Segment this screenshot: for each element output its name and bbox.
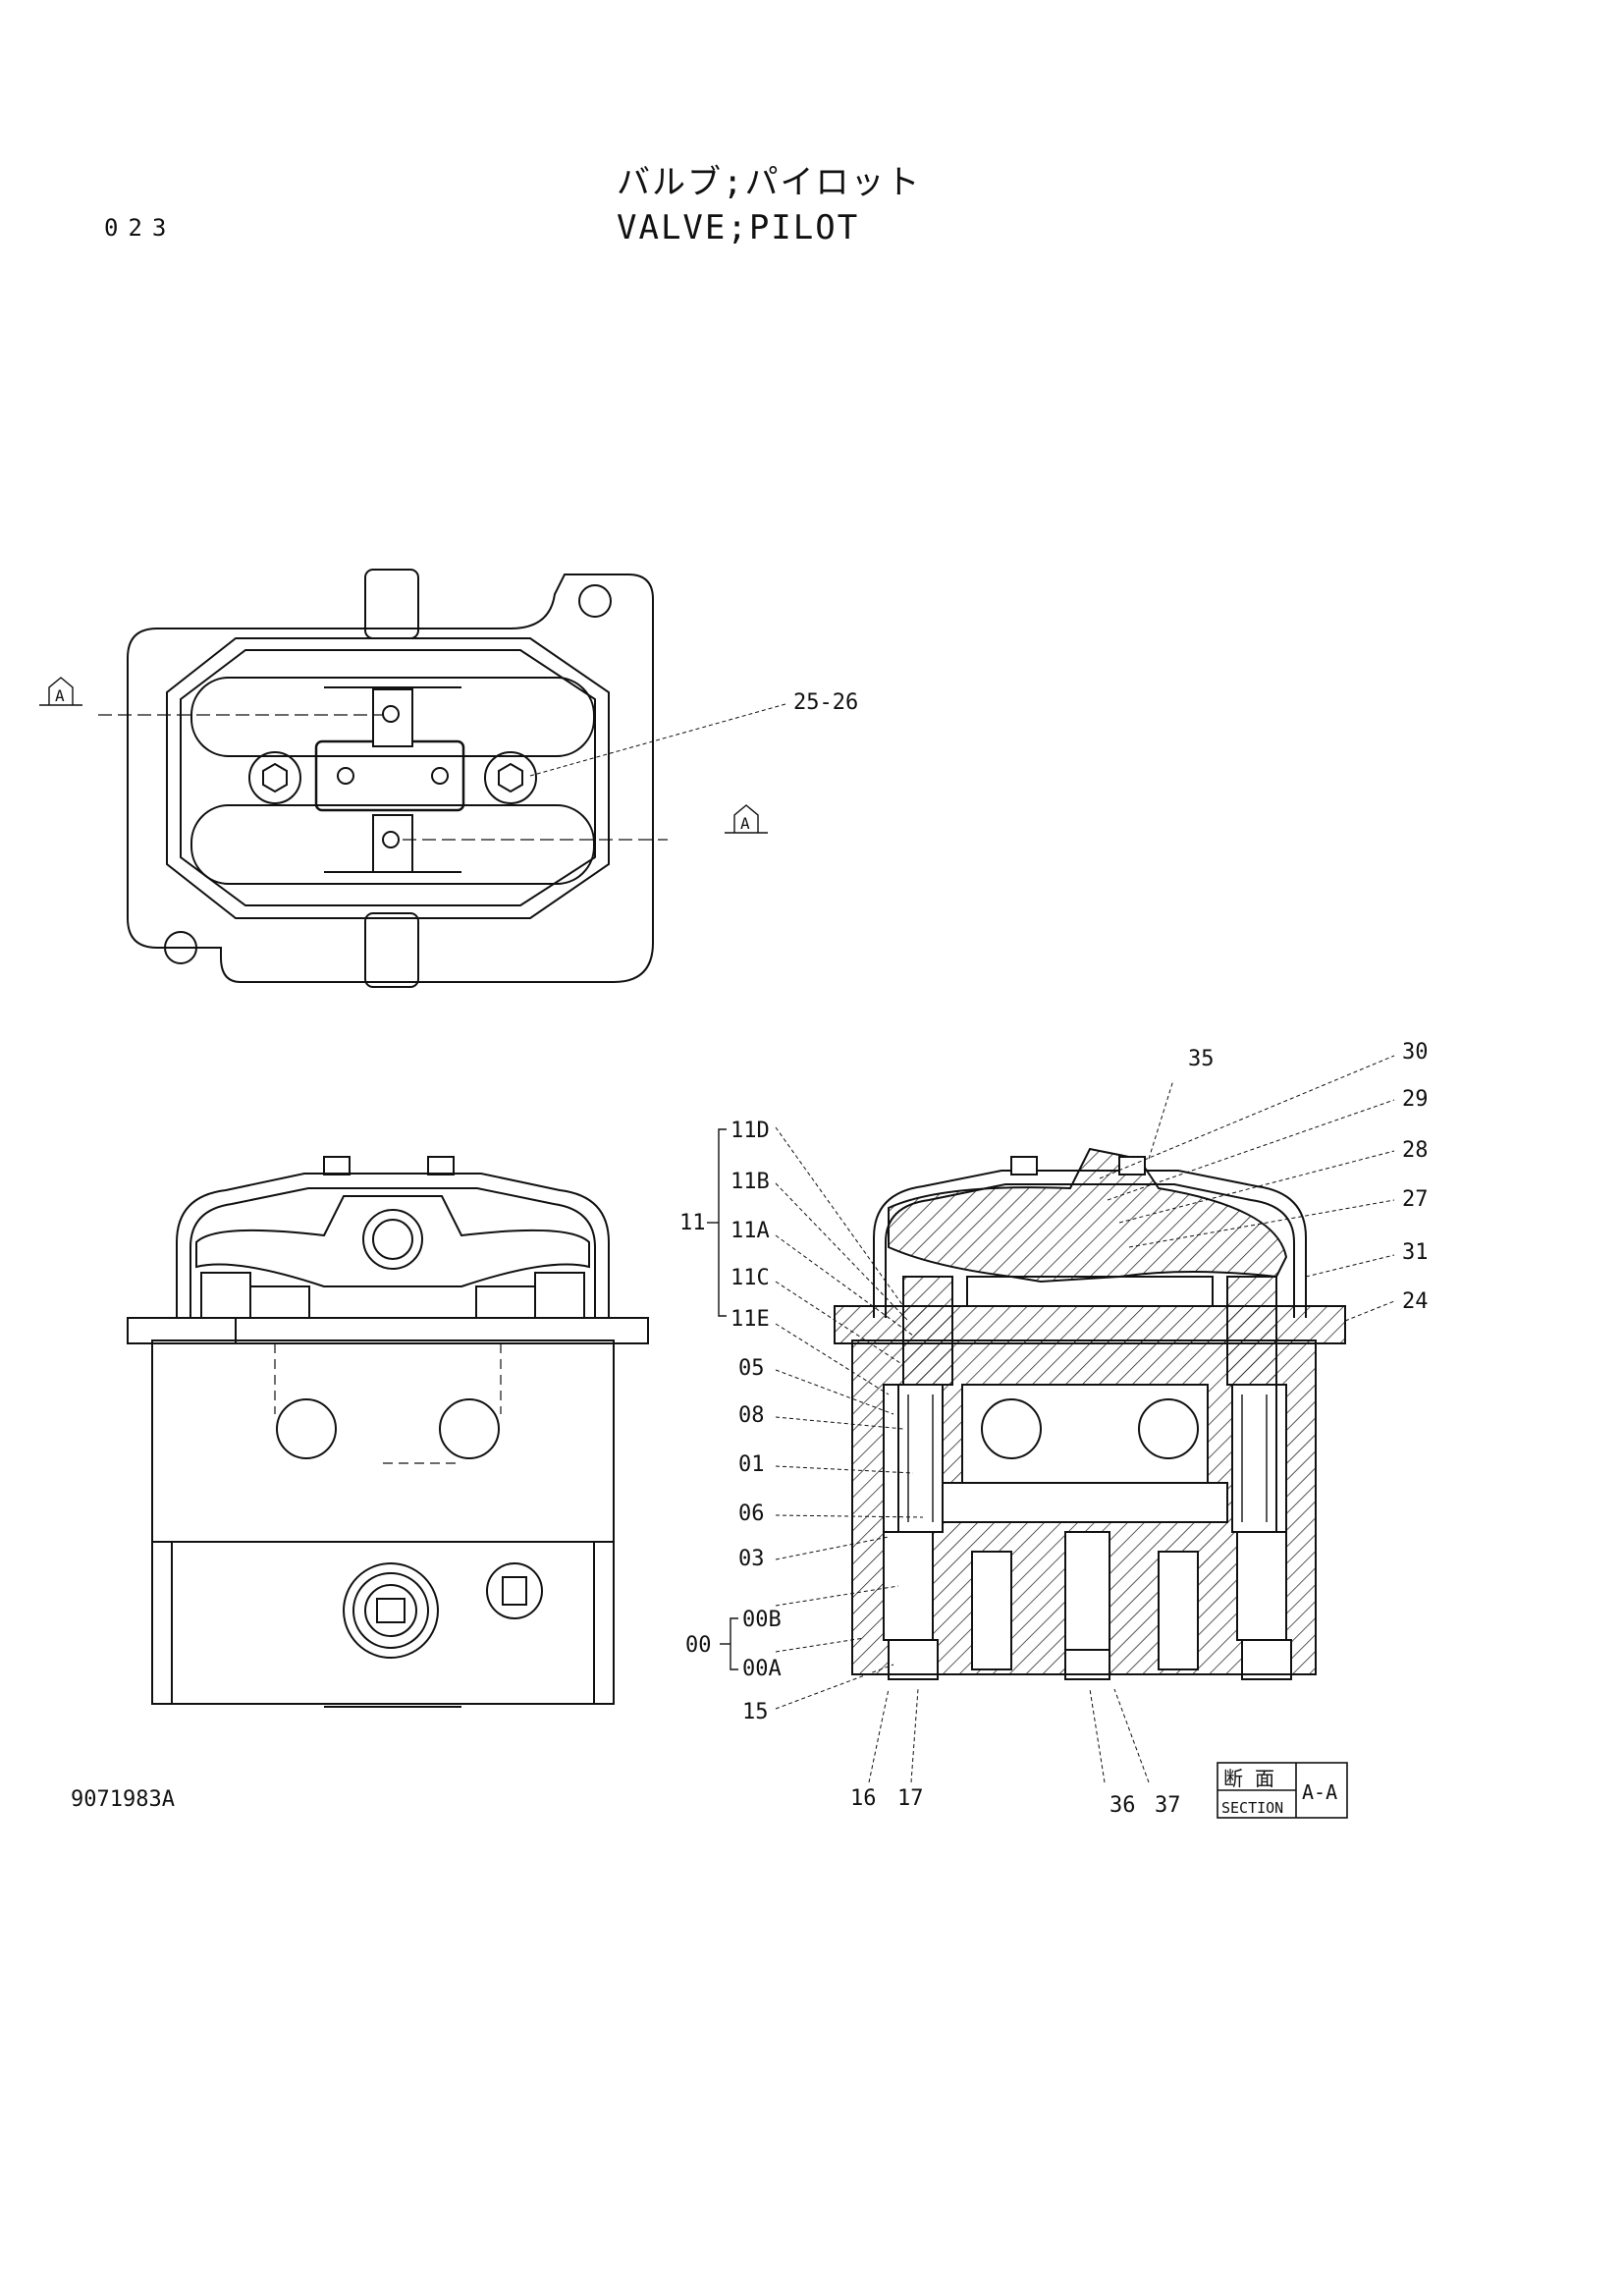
section-marker-right-letter: A — [740, 814, 750, 833]
section-label-jp: 断 面 — [1223, 1767, 1274, 1790]
callout-30: 30 — [1402, 1040, 1429, 1065]
callout-11C: 11C — [730, 1266, 770, 1290]
top-view-housing — [166, 637, 610, 919]
section-label-en: SECTION — [1221, 1799, 1283, 1817]
section-label-id: A-A — [1302, 1780, 1337, 1804]
callout-labels: 25-26 35 30 29 28 27 31 24 11D 11B 11 11… — [679, 690, 1429, 1818]
callout-06: 06 — [738, 1502, 765, 1526]
top-view-bolt-hole-bl — [164, 931, 197, 964]
callout-brackets — [707, 1128, 738, 1670]
callout-35: 35 — [1188, 1047, 1215, 1071]
callout-31: 31 — [1402, 1240, 1429, 1265]
callout-03: 03 — [738, 1547, 765, 1571]
callout-29: 29 — [1402, 1087, 1429, 1112]
title-english: VALVE;PILOT — [617, 208, 860, 247]
top-view-hex-bolt-left — [248, 751, 301, 804]
front-view-port-left — [276, 1398, 337, 1459]
callout-36: 36 — [1109, 1793, 1136, 1818]
top-view-upper-lever — [190, 677, 595, 757]
section-label-box — [1217, 1762, 1348, 1819]
callout-11A: 11A — [730, 1219, 770, 1243]
callout-25-26: 25-26 — [793, 690, 858, 715]
callout-01: 01 — [738, 1452, 765, 1477]
callout-24: 24 — [1402, 1289, 1429, 1314]
callout-00B: 00B — [742, 1608, 782, 1632]
front-view-body — [151, 1339, 615, 1705]
section-view — [834, 1147, 1346, 1680]
callout-11D: 11D — [730, 1119, 770, 1143]
callout-27: 27 — [1402, 1187, 1429, 1212]
front-view-port-right — [439, 1398, 500, 1459]
top-view-lower-lever — [190, 804, 595, 885]
front-view-cover — [176, 1173, 610, 1318]
callout-00: 00 — [685, 1633, 712, 1658]
section-leaders — [775, 1055, 1395, 1783]
top-view-shaft-bottom — [364, 912, 419, 988]
section-marker-right — [725, 804, 768, 834]
page-number: 023 — [104, 214, 177, 242]
front-view-small-port — [486, 1562, 543, 1619]
title-japanese: バルブ;パイロット — [617, 163, 922, 202]
front-view-main-port-outer — [343, 1562, 439, 1659]
front-view — [127, 1156, 649, 1708]
front-view-lever — [195, 1195, 590, 1287]
top-view-bolt-hole-tr — [578, 584, 612, 618]
section-marker-left-letter: A — [55, 686, 65, 705]
callout-15: 15 — [742, 1700, 769, 1724]
callout-37: 37 — [1155, 1793, 1181, 1818]
callout-11: 11 — [679, 1211, 706, 1235]
callout-17: 17 — [897, 1786, 924, 1811]
callout-16: 16 — [850, 1786, 877, 1811]
top-view-flange — [127, 574, 654, 983]
callout-00A: 00A — [742, 1657, 782, 1681]
callout-11E: 11E — [730, 1307, 770, 1332]
callout-08: 08 — [738, 1403, 765, 1428]
section-lever — [888, 1147, 1288, 1284]
front-view-pivot-outer — [362, 1209, 423, 1270]
callout-05: 05 — [738, 1356, 765, 1381]
top-view — [98, 569, 668, 988]
callout-11B: 11B — [730, 1170, 770, 1194]
section-marker-left — [39, 677, 82, 706]
drawing-number: 9071983A — [71, 1787, 175, 1812]
callout-28: 28 — [1402, 1138, 1429, 1163]
top-view-hex-bolt-right — [484, 751, 537, 804]
